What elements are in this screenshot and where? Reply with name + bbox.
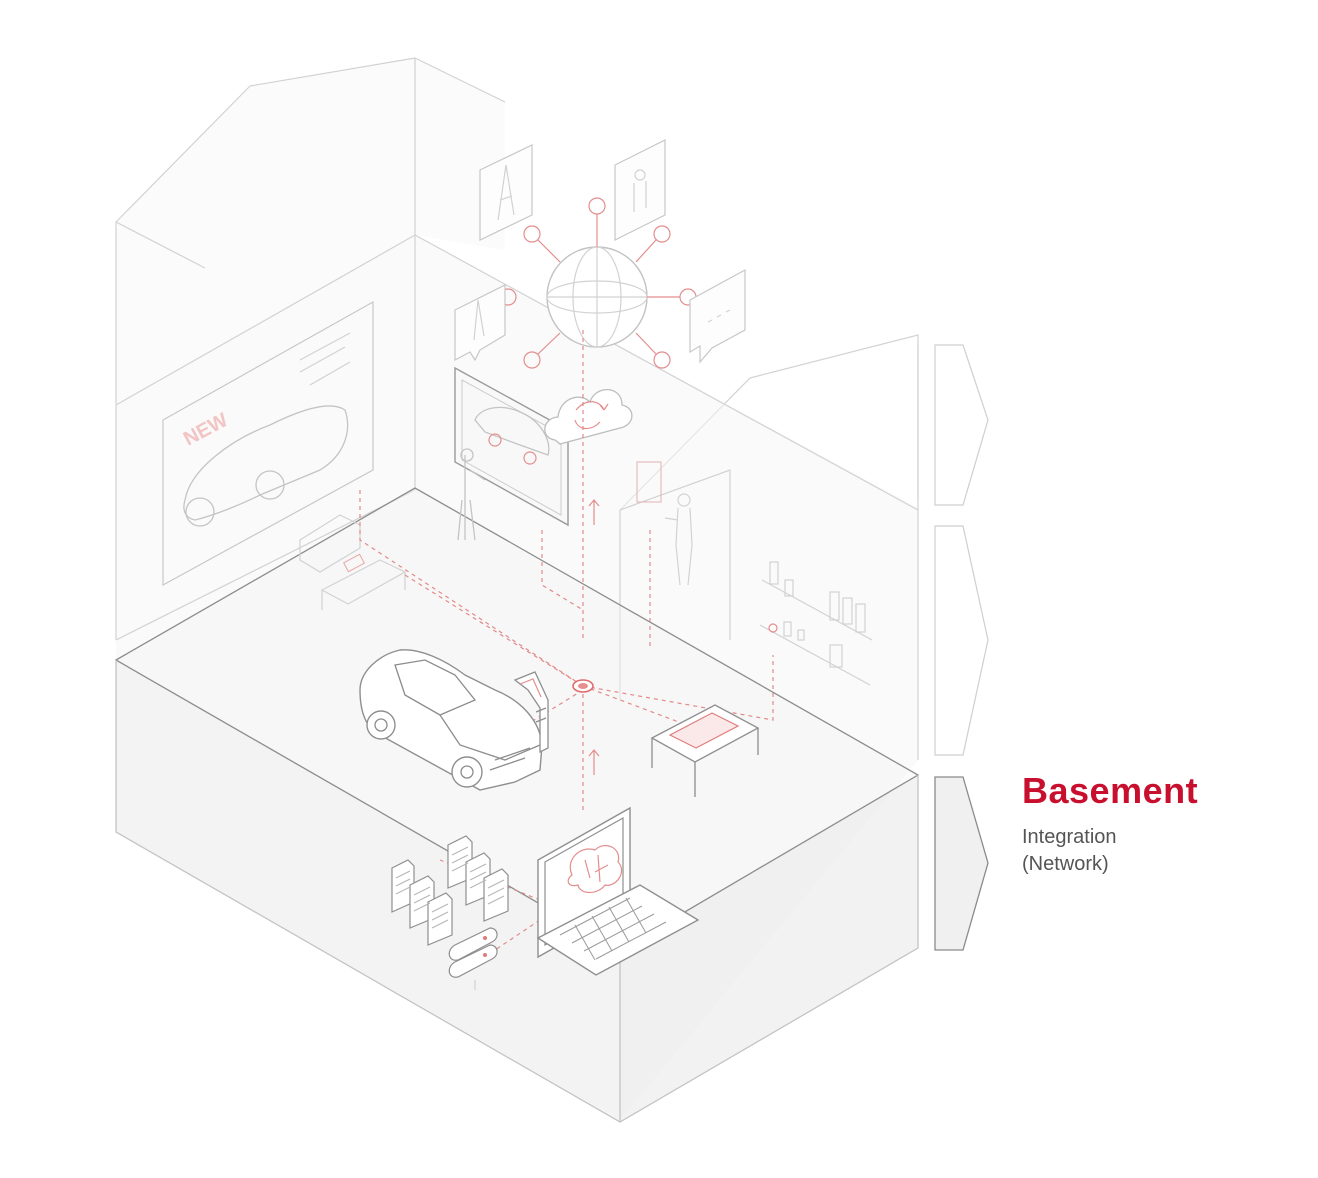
table-display-icon: [650, 704, 760, 797]
level-tab-ground[interactable]: [934, 525, 989, 756]
tower-card-icon: [454, 284, 506, 362]
interactive-display-icon: [454, 366, 569, 541]
level-subtitle: Integration (Network): [1022, 826, 1117, 875]
person-card-icon: [614, 139, 666, 241]
laptop-brain-icon: [536, 806, 700, 976]
server-icon: [448, 927, 498, 990]
car-billboard-icon: NEW: [162, 300, 374, 587]
level-tab-basement[interactable]: [934, 776, 989, 951]
level-title: Basement: [1022, 770, 1199, 811]
product-shelves-icon: [759, 561, 873, 686]
level-tab-upper[interactable]: [934, 344, 989, 506]
level-label: Basement Integration (Network): [1022, 770, 1302, 878]
keyboard-keys: [559, 897, 667, 961]
suv-icon: [359, 649, 543, 791]
eiffel-tower-icon: [479, 144, 533, 241]
documents-icon: [391, 835, 509, 946]
kiosk-icon: [513, 671, 549, 754]
person-silhouette-icon: [636, 461, 693, 586]
globe-icon: [546, 246, 648, 348]
globe-connectors: [499, 197, 697, 369]
chat-bubble-icon: [689, 268, 746, 364]
network-hub-icon: [572, 679, 594, 693]
desk-icon: [299, 514, 407, 610]
level-indicator[interactable]: [934, 344, 989, 951]
cloud-sync-icon: [544, 389, 633, 445]
